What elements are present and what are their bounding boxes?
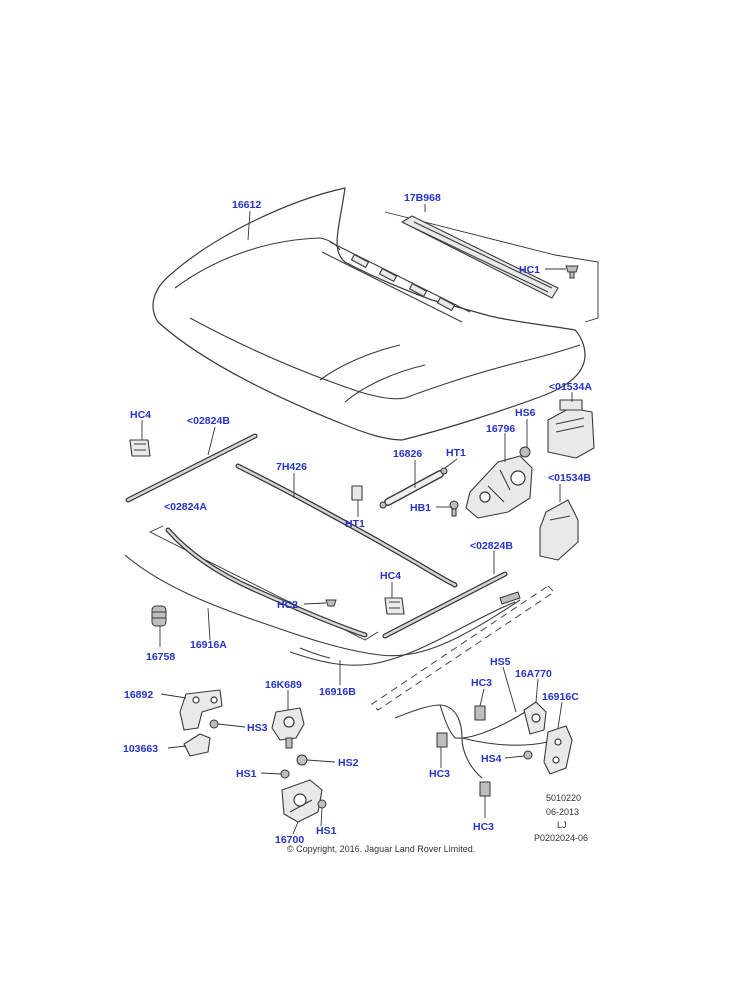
bracket-16916c bbox=[543, 725, 573, 775]
label-hc3-bottom: HC3 bbox=[473, 821, 494, 833]
label-hc4-left: HC4 bbox=[130, 409, 151, 421]
label-01534a: <01534A bbox=[549, 381, 592, 393]
label-hc1: HC1 bbox=[519, 264, 540, 276]
label-16916b: 16916B bbox=[319, 686, 356, 698]
diagram-footer: 5010220 06-2013 LJ P0202024-06 © Copyrig… bbox=[287, 793, 588, 854]
label-16612: 16612 bbox=[232, 199, 261, 211]
latch-cable-assembly bbox=[394, 704, 549, 797]
dashed-outline bbox=[371, 585, 555, 711]
seal-02824b-right bbox=[382, 571, 508, 639]
label-hs4: HS4 bbox=[481, 753, 502, 765]
label-16796: 16796 bbox=[486, 423, 515, 435]
label-hc3-left: HC3 bbox=[429, 768, 450, 780]
leader-lines bbox=[141, 204, 573, 835]
label-02824b-right: <02824B bbox=[470, 540, 513, 552]
hood-panel bbox=[152, 187, 586, 441]
latch-16700 bbox=[281, 779, 323, 823]
hs1-screw-left bbox=[280, 769, 290, 779]
label-hs2: HS2 bbox=[338, 757, 359, 769]
label-16916a: 16916A bbox=[190, 639, 227, 651]
hc1-clip bbox=[565, 265, 579, 279]
label-16892: 16892 bbox=[124, 689, 153, 701]
hb1-bolt bbox=[449, 500, 459, 517]
release-handle bbox=[151, 605, 167, 627]
label-16826: 16826 bbox=[393, 448, 422, 460]
hs6-nut bbox=[519, 446, 531, 458]
seal-02824b-left bbox=[125, 433, 258, 503]
label-hs3: HS3 bbox=[247, 722, 268, 734]
release-16k689 bbox=[271, 707, 305, 749]
callout-labels: 16612 17B968 HC1 HC4 <02824B <01534A HS6… bbox=[123, 192, 592, 846]
bracket-103663 bbox=[183, 733, 211, 757]
label-16700: 16700 bbox=[275, 834, 304, 846]
label-hc2: HC2 bbox=[277, 599, 298, 611]
seal-7h426 bbox=[235, 463, 458, 588]
cable-16916a bbox=[124, 554, 521, 659]
label-hc4-right: HC4 bbox=[380, 570, 401, 582]
label-hb1: HB1 bbox=[410, 502, 431, 514]
label-ht1-top: HT1 bbox=[446, 447, 466, 459]
label-02824b-top: <02824B bbox=[187, 415, 230, 427]
label-103663: 103663 bbox=[123, 743, 158, 755]
bracket-01534b bbox=[539, 499, 579, 561]
label-hs6: HS6 bbox=[515, 407, 536, 419]
label-hs5: HS5 bbox=[490, 656, 511, 668]
label-02824a: <02824A bbox=[164, 501, 207, 513]
label-7h426: 7H426 bbox=[276, 461, 307, 473]
latch-16a770 bbox=[523, 701, 547, 735]
hs2-washer bbox=[296, 754, 308, 766]
gas-strut bbox=[379, 467, 448, 509]
footer-code: 5010220 bbox=[546, 793, 581, 803]
seal-02824a-frame bbox=[148, 525, 379, 641]
bracket-16892 bbox=[179, 689, 223, 731]
label-16916c: 16916C bbox=[542, 691, 579, 703]
label-17b968: 17B968 bbox=[404, 192, 441, 204]
footer-date: 06-2013 bbox=[546, 807, 579, 817]
label-01534b: <01534B bbox=[548, 472, 591, 484]
hs1-screw-bottom bbox=[317, 799, 327, 809]
hood-hinge bbox=[465, 455, 533, 519]
bracket-01534a bbox=[547, 399, 595, 459]
label-hc3-top: HC3 bbox=[471, 677, 492, 689]
label-hs1-bottom: HS1 bbox=[316, 825, 337, 837]
hs3-screw bbox=[209, 719, 219, 729]
hc4-right-clip bbox=[384, 597, 405, 615]
cable-16916b bbox=[289, 591, 521, 666]
label-16k689: 16K689 bbox=[265, 679, 302, 691]
hc4-left-clip bbox=[129, 439, 151, 457]
label-hs1-left: HS1 bbox=[236, 768, 257, 780]
copyright-notice: © Copyright, 2016. Jaguar Land Rover Lim… bbox=[287, 844, 475, 854]
label-16a770: 16A770 bbox=[515, 668, 552, 680]
footer-ref: P0202024-06 bbox=[534, 833, 588, 843]
hc2-clip bbox=[325, 599, 337, 607]
hood-slots bbox=[350, 254, 456, 311]
vent-panel bbox=[384, 211, 599, 323]
ht1-bracket bbox=[351, 485, 363, 501]
label-ht1-bottom: HT1 bbox=[345, 518, 365, 530]
footer-initials: LJ bbox=[557, 820, 567, 830]
label-16758: 16758 bbox=[146, 651, 175, 663]
